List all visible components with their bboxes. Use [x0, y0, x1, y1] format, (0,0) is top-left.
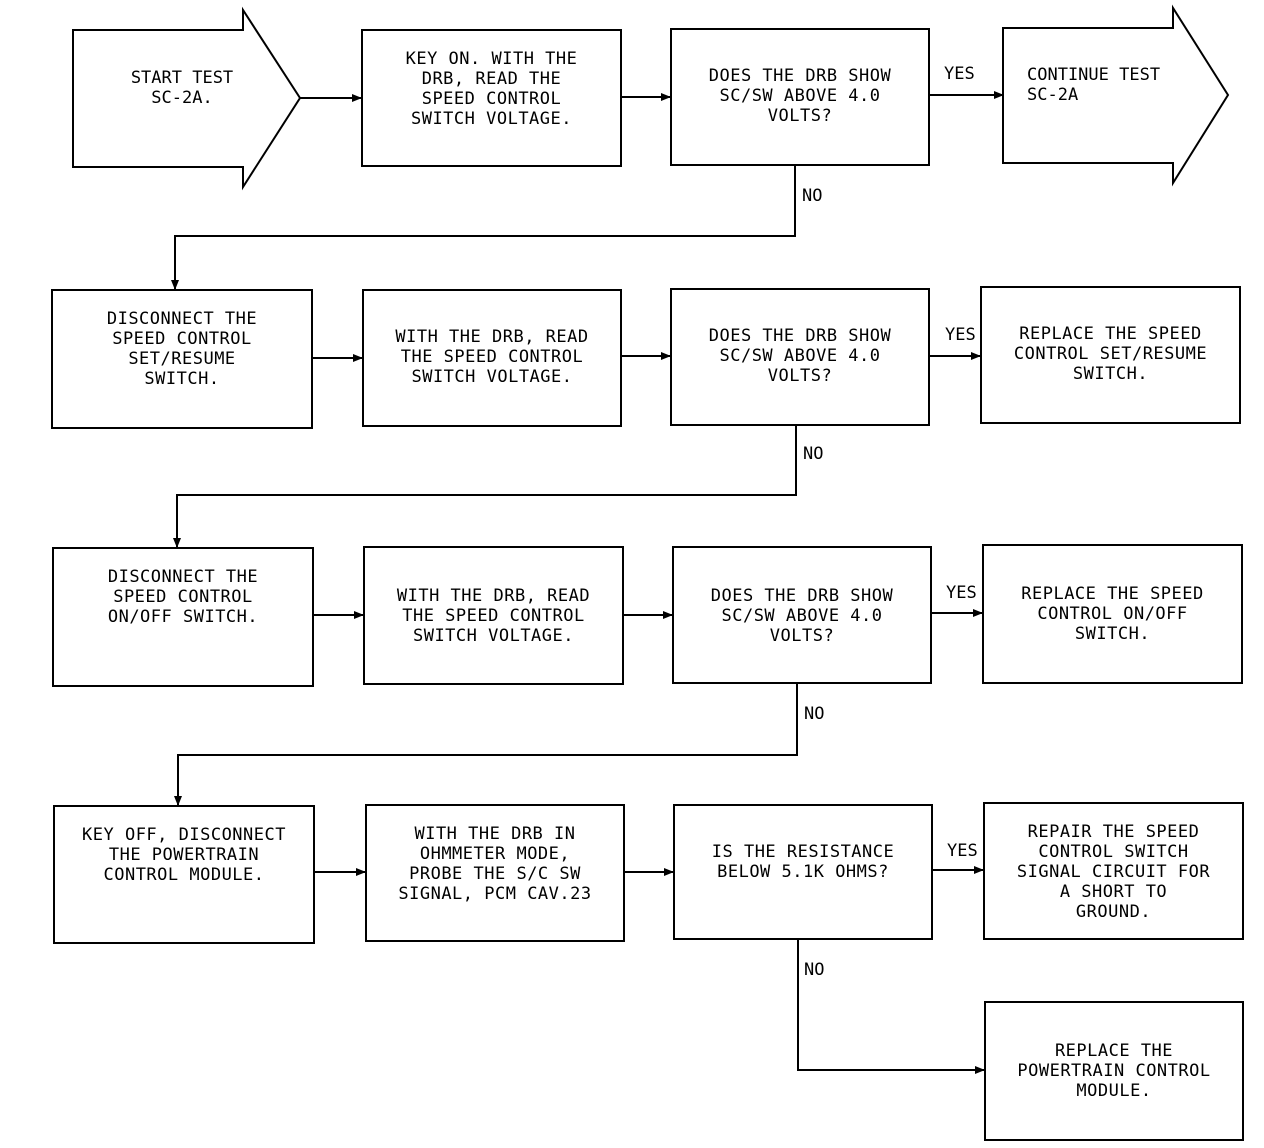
start-test-text: START TEST SC-2A.	[130, 68, 234, 108]
decision-text: DOES THE DRB SHOW SC/SW ABOVE 4.0 VOLTS?	[708, 326, 892, 386]
no-label: NO	[804, 960, 825, 980]
no-label: NO	[804, 704, 825, 724]
result-repair-short: REPAIR THE SPEED CONTROL SWITCH SIGNAL C…	[983, 802, 1244, 940]
decision-text: DOES THE DRB SHOW SC/SW ABOVE 4.0 VOLTS?	[710, 586, 894, 646]
continue-test-text: CONTINUE TEST SC-2A	[1027, 65, 1161, 105]
result-text: REPAIR THE SPEED CONTROL SWITCH SIGNAL C…	[1016, 822, 1211, 922]
step-disconnect-on-off: DISCONNECT THE SPEED CONTROL ON/OFF SWIT…	[52, 547, 314, 687]
step-ohmmeter-probe: WITH THE DRB IN OHMMETER MODE, PROBE THE…	[365, 804, 625, 942]
step-text: WITH THE DRB, READ THE SPEED CONTROL SWI…	[396, 586, 591, 646]
step-read-voltage-3: WITH THE DRB, READ THE SPEED CONTROL SWI…	[363, 546, 624, 685]
decision-voltage-above-4-3: DOES THE DRB SHOW SC/SW ABOVE 4.0 VOLTS?	[672, 546, 932, 684]
step-read-voltage-2: WITH THE DRB, READ THE SPEED CONTROL SWI…	[362, 289, 622, 427]
yes-label: YES	[944, 64, 975, 84]
decision-text: IS THE RESISTANCE BELOW 5.1K OHMS?	[711, 842, 895, 882]
step-text: WITH THE DRB IN OHMMETER MODE, PROBE THE…	[398, 824, 592, 904]
decision-text: DOES THE DRB SHOW SC/SW ABOVE 4.0 VOLTS?	[708, 66, 892, 126]
yes-label: YES	[945, 325, 976, 345]
step-text: KEY OFF, DISCONNECT THE POWERTRAIN CONTR…	[82, 825, 286, 885]
result-replace-pcm: REPLACE THE POWERTRAIN CONTROL MODULE.	[984, 1001, 1244, 1141]
result-replace-on-off: REPLACE THE SPEED CONTROL ON/OFF SWITCH.	[982, 544, 1243, 684]
result-replace-set-resume: REPLACE THE SPEED CONTROL SET/RESUME SWI…	[980, 286, 1241, 424]
result-text: REPLACE THE SPEED CONTROL SET/RESUME SWI…	[1013, 324, 1208, 384]
continue-arrow-shape	[1002, 4, 1230, 187]
step-text: DISCONNECT THE SPEED CONTROL ON/OFF SWIT…	[107, 567, 259, 627]
result-text: REPLACE THE POWERTRAIN CONTROL MODULE.	[1017, 1041, 1211, 1101]
yes-label: YES	[946, 583, 977, 603]
step-text: KEY ON. WITH THE DRB, READ THE SPEED CON…	[405, 49, 578, 129]
no-label: NO	[802, 186, 823, 206]
decision-voltage-above-4: DOES THE DRB SHOW SC/SW ABOVE 4.0 VOLTS?	[670, 28, 930, 166]
no-label: NO	[803, 444, 824, 464]
start-arrow-shape	[72, 6, 302, 191]
yes-label: YES	[947, 841, 978, 861]
step-disconnect-set-resume: DISCONNECT THE SPEED CONTROL SET/RESUME …	[51, 289, 313, 429]
decision-voltage-above-4-2: DOES THE DRB SHOW SC/SW ABOVE 4.0 VOLTS?	[670, 288, 930, 426]
decision-resistance-below: IS THE RESISTANCE BELOW 5.1K OHMS?	[673, 804, 933, 940]
step-key-off-disconnect-pcm: KEY OFF, DISCONNECT THE POWERTRAIN CONTR…	[53, 805, 315, 944]
result-text: REPLACE THE SPEED CONTROL ON/OFF SWITCH.	[1021, 584, 1204, 644]
step-key-on-read-voltage: KEY ON. WITH THE DRB, READ THE SPEED CON…	[361, 29, 622, 167]
step-text: DISCONNECT THE SPEED CONTROL SET/RESUME …	[106, 309, 258, 389]
step-text: WITH THE DRB, READ THE SPEED CONTROL SWI…	[395, 327, 589, 387]
